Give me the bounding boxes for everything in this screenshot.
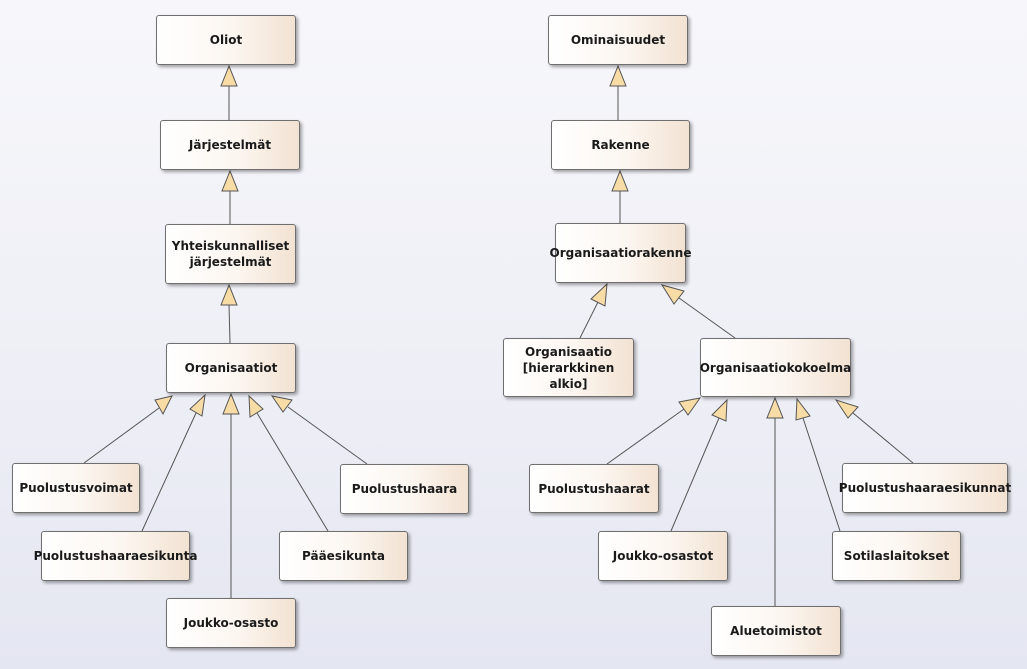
class-label: Puolustushaaraesikunta (33, 549, 198, 563)
class-joukko-osastot[interactable]: Joukko-osastot (598, 531, 728, 581)
class-aluetoimistot[interactable]: Aluetoimistot (711, 606, 841, 656)
class-label: Organisaatiokokoelma (699, 360, 852, 375)
class-organisaatiokokoelma[interactable]: Organisaatiokokoelma (700, 338, 851, 397)
class-jarjestelmat[interactable]: Järjestelmät (160, 120, 300, 170)
class-label: Joukko-osasto (183, 616, 279, 630)
edge-arrowhead (678, 397, 702, 416)
edge-arrowhead (590, 282, 608, 307)
edge-arrowhead (222, 392, 240, 415)
edge-arrowhead (154, 395, 173, 416)
edge-arrowhead (221, 169, 239, 192)
edge-arrowhead (220, 64, 238, 87)
edge-arrowhead (189, 393, 206, 417)
class-yhteiskunnalliset-jarjestelmat[interactable]: Yhteiskunnalliset järjestelmät (165, 224, 296, 284)
class-label: Organisaatiot (184, 361, 278, 375)
edge-organisaatiot-yhteiskunnalliset (228, 304, 231, 344)
edge-arrowhead (220, 283, 238, 306)
class-label: Aluetoimistot (730, 624, 822, 638)
edge-organisaatiokokoelma-organisaatiorakenne (678, 297, 736, 339)
class-label: Puolustushaaraesikunnat (838, 481, 1012, 495)
edge-puolustushaara-organisaatiot (287, 406, 368, 465)
edge-arrowhead (766, 396, 784, 419)
edge-joukko-osastot-organisaatiokokoelma (670, 417, 720, 532)
class-oliot[interactable]: Oliot (156, 15, 296, 65)
class-puolustushaara[interactable]: Puolustushaara (340, 464, 469, 514)
class-label: Organisaatio [hierarkkinen alkio] (522, 344, 615, 391)
class-puolustushaarat[interactable]: Puolustushaarat (529, 464, 659, 513)
edge-puolustusvoimat-organisaatiot (83, 407, 160, 464)
class-label: Ominaisuudet (570, 33, 666, 47)
edge-arrowhead (660, 284, 685, 305)
class-rakenne[interactable]: Rakenne (551, 120, 690, 170)
class-label: Puolustushaarat (538, 481, 650, 496)
class-label: Organisaatiorakenne (549, 246, 692, 260)
class-organisaatiorakenne[interactable]: Organisaatiorakenne (550, 223, 691, 283)
class-sotilaslaitokset[interactable]: Sotilaslaitokset (832, 531, 961, 581)
edge-puolustushaaraesikunnat-organisaatiokokoelma (852, 412, 914, 464)
class-puolustushaaraesikunnat[interactable]: Puolustushaaraesikunnat (838, 463, 1012, 513)
edge-organisaatio-organisaatiorakenne (579, 301, 599, 339)
class-label: Yhteiskunnalliset järjestelmät (171, 239, 290, 269)
class-label: Rakenne (591, 138, 650, 152)
class-organisaatio[interactable]: Organisaatio [hierarkkinen alkio] (503, 338, 634, 397)
class-label: Järjestelmät (188, 138, 272, 152)
edge-paaesikunta-organisaatiot (256, 412, 329, 532)
class-organisaatiot[interactable]: Organisaatiot (166, 343, 296, 393)
edge-sotilaslaitokset-organisaatiokokoelma (802, 417, 841, 532)
edge-arrowhead (611, 169, 629, 192)
class-ominaisuudet[interactable]: Ominaisuudet (548, 15, 688, 65)
class-label: Pääesikunta (302, 549, 385, 563)
class-label: Sotilaslaitokset (843, 549, 950, 563)
edge-arrowhead (795, 397, 811, 421)
class-puolustushaaraesikunta[interactable]: Puolustushaaraesikunta (34, 531, 197, 581)
class-paaesikunta[interactable]: Pääesikunta (279, 531, 408, 581)
class-label: Puolustushaara (351, 482, 458, 496)
edge-arrowhead (270, 395, 293, 413)
class-puolustusvoimat[interactable]: Puolustusvoimat (12, 463, 140, 513)
class-joukko-osasto[interactable]: Joukko-osasto (166, 598, 296, 648)
class-label: Puolustusvoimat (19, 481, 133, 495)
edge-puolustushaaraesikunta-organisaatiot (141, 412, 197, 532)
edge-puolustushaarat-organisaatiokokoelma (606, 408, 685, 465)
edge-arrowhead (711, 398, 728, 422)
edge-arrowhead (609, 64, 627, 87)
edge-arrowhead (834, 399, 859, 419)
class-label: Oliot (209, 33, 243, 47)
class-label: Joukko-osastot (612, 549, 714, 563)
edge-arrowhead (248, 394, 264, 418)
